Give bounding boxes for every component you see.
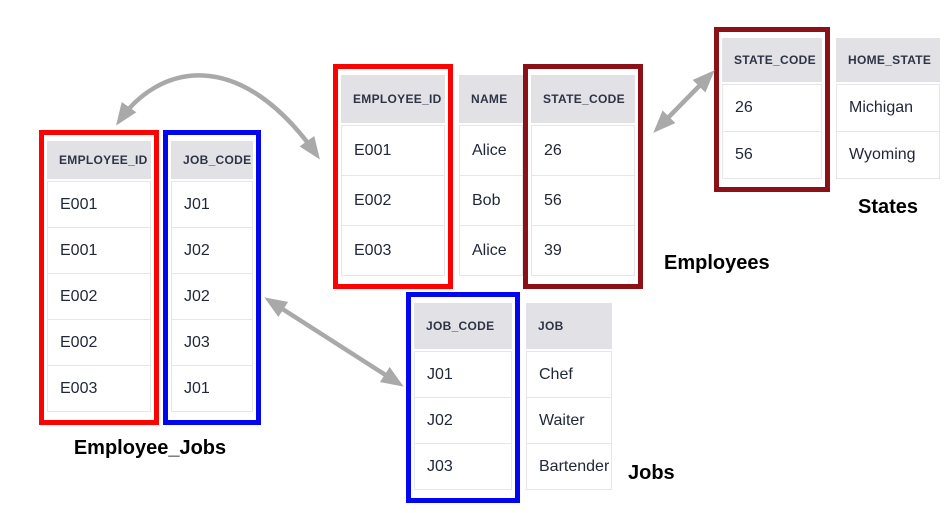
column-header: EMPLOYEE_ID	[341, 75, 445, 123]
table-cell: Wyoming	[836, 131, 940, 179]
table-cell: Bob	[459, 175, 523, 226]
table-cell: J02	[414, 397, 512, 444]
table-cell: 26	[531, 125, 635, 176]
table-cell: E001	[47, 227, 151, 274]
table-cell: J03	[414, 443, 512, 490]
column-header: STATE_CODE	[722, 38, 822, 82]
table-cell: E003	[341, 225, 445, 276]
table-label-jobs: Jobs	[628, 462, 675, 484]
table-cell: J02	[171, 273, 253, 320]
table-cell: J01	[414, 351, 512, 398]
table-cell: J01	[171, 365, 253, 412]
table-label-employee-jobs: Employee_Jobs	[73, 437, 227, 459]
table-cell: 26	[722, 84, 822, 132]
table-label-employees: Employees	[664, 252, 770, 274]
table-cell: E002	[47, 273, 151, 320]
column-header: STATE_CODE	[531, 75, 635, 123]
table-cell: Waiter	[526, 397, 612, 444]
table-cell: E001	[341, 125, 445, 176]
table-cell: 56	[531, 175, 635, 226]
table-cell: E002	[47, 319, 151, 366]
table-cell: 39	[531, 225, 635, 276]
table-cell: Bartender	[526, 443, 612, 490]
column-header: JOB_CODE	[171, 141, 253, 179]
column-header: JOB	[526, 303, 612, 349]
column-header: EMPLOYEE_ID	[47, 141, 151, 179]
column-header: JOB_CODE	[414, 303, 512, 349]
column-header: NAME	[459, 75, 523, 123]
table-cell: E001	[47, 181, 151, 228]
table-cell: 56	[722, 131, 822, 179]
table-cell: J03	[171, 319, 253, 366]
arrow-employees-to-states-icon	[653, 70, 715, 133]
table-cell: Chef	[526, 351, 612, 398]
table-label-states: States	[858, 196, 919, 218]
table-cell: Michigan	[836, 84, 940, 132]
table-cell: Alice	[459, 225, 523, 276]
arrow-employee-jobs-to-jobs-icon	[264, 297, 404, 387]
table-cell: J01	[171, 181, 253, 228]
table-cell: E002	[341, 175, 445, 226]
table-cell: Alice	[459, 125, 523, 176]
table-cell: J02	[171, 227, 253, 274]
column-header: HOME_STATE	[836, 38, 940, 82]
table-cell: E003	[47, 365, 151, 412]
